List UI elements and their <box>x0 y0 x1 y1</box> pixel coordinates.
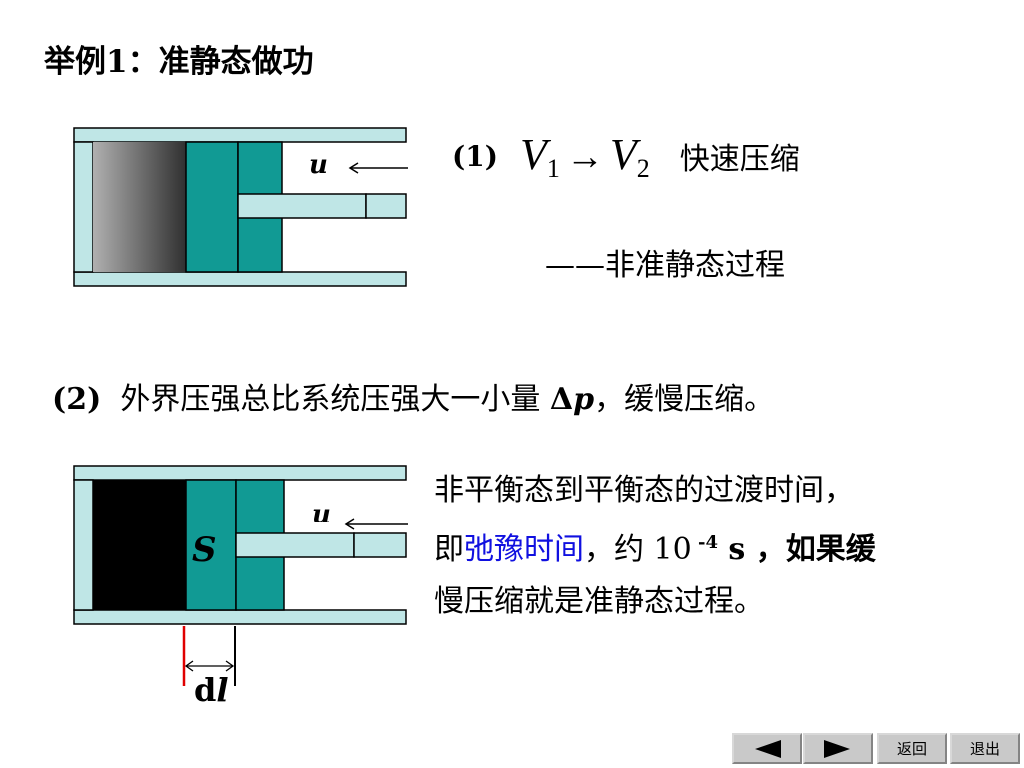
exit-button[interactable]: 退出 <box>950 733 1020 764</box>
para-line-1: 非平衡态到平衡态的过渡时间， <box>434 473 854 508</box>
cylinder-2 <box>73 465 408 686</box>
page-title: 举例1：准静态做功 <box>44 44 314 80</box>
relaxation-paragraph: 非平衡态到平衡态的过渡时间， 即弛豫时间，约 10 -4 s ，如果缓 慢压缩就… <box>434 465 876 628</box>
area-label: S <box>192 530 217 570</box>
displacement-label: dl <box>194 671 229 709</box>
case1-description: 快速压缩 <box>679 142 800 177</box>
relaxation-time-term: 弛豫时间 <box>464 532 584 567</box>
back-button[interactable]: 返回 <box>877 733 947 764</box>
gas-region-2 <box>93 480 186 610</box>
case1-label: (1) <box>452 139 498 173</box>
velocity-label-2: u <box>312 500 331 522</box>
piston-rod-2 <box>235 532 355 558</box>
prev-slide-button[interactable] <box>732 733 802 764</box>
para-line-2: 即弛豫时间，约 10 -4 s ，如果缓 <box>434 532 876 567</box>
left-triangle-icon <box>755 739 781 758</box>
case1-line: (1) V1→V2 快速压缩 <box>452 126 800 186</box>
velocity-label-1: u <box>309 150 328 180</box>
volume-expression: V1→V2 <box>519 129 650 183</box>
right-triangle-icon <box>824 739 850 758</box>
case1-result: ——非准静态过程 <box>545 248 785 283</box>
para-line-3: 慢压缩就是准静态过程。 <box>434 584 764 619</box>
piston-rod-1 <box>237 193 367 219</box>
piston-2 <box>185 479 237 611</box>
next-slide-button[interactable] <box>803 733 873 764</box>
cylinder-1 <box>73 127 408 287</box>
piston-1 <box>185 141 239 273</box>
case2-line: (2) 外界压强总比系统压强大一小量 Δp，缓慢压缩。 <box>52 382 775 417</box>
gas-region-1 <box>93 142 186 272</box>
